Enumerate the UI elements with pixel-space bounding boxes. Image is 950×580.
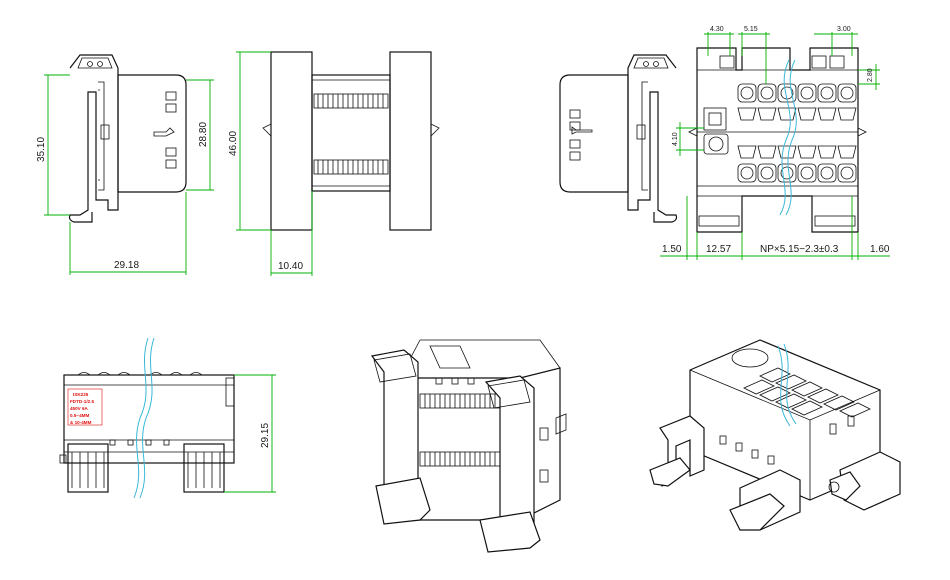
iso-terminals bbox=[743, 367, 871, 418]
isometric-view-1 bbox=[370, 339, 567, 553]
label-line-1: ISK225 bbox=[73, 392, 89, 397]
dim-bottom-a: 1.50 bbox=[662, 244, 682, 255]
dim-front-inner-height: 28.80 bbox=[198, 122, 209, 147]
terminal-row-top bbox=[737, 83, 857, 103]
break-line-top-view bbox=[785, 59, 797, 216]
terminal-row-mid-bottom bbox=[737, 145, 857, 159]
label-line-2: FDTD-1/2.5 bbox=[70, 399, 94, 404]
terminal-row-mid-top bbox=[737, 107, 857, 121]
label-line-3: 450V 6A bbox=[70, 406, 89, 411]
ribs-bottom bbox=[317, 160, 384, 174]
lower-front-view: ISK225 FDTD-1/2.5 450V 6A 0.5~4MM & 10-4… bbox=[59, 337, 276, 499]
isometric-view-2 bbox=[649, 339, 901, 531]
terminal-row-bottom bbox=[737, 163, 857, 183]
rear-view bbox=[559, 54, 678, 223]
front-view: 35.10 28.80 29.18 bbox=[36, 54, 214, 275]
label-line-4: 0.5~4MM bbox=[70, 413, 89, 418]
dim-top-left-small: 4.10 bbox=[672, 132, 679, 146]
product-label: ISK225 FDTD-1/2.5 450V 6A 0.5~4MM & 10-4… bbox=[67, 388, 103, 426]
dim-front-width: 29.18 bbox=[114, 260, 139, 271]
dim-bottom-formula: NP×5.15−2.3±0.3 bbox=[760, 244, 839, 255]
dim-top-pitch-a: 4.30 bbox=[710, 26, 724, 33]
dim-top-right-small: 2.80 bbox=[867, 68, 874, 82]
break-line-lower-view bbox=[139, 337, 155, 499]
ribs-top bbox=[317, 94, 384, 108]
dim-side-width: 10.40 bbox=[278, 261, 303, 272]
dim-top-pitch-c: 3.00 bbox=[837, 26, 851, 33]
dim-lower-view-height: 29.15 bbox=[260, 423, 271, 448]
label-line-5: & 10-4MM bbox=[70, 420, 92, 425]
side-view: 46.00 10.40 bbox=[228, 51, 440, 276]
dim-front-height: 35.10 bbox=[36, 137, 47, 162]
dim-bottom-b: 12.57 bbox=[706, 244, 731, 255]
dim-top-pitch-b: 5.15 bbox=[744, 26, 758, 33]
top-view: 4.30 5.15 3.00 2.80 4.10 1.50 12.57 NP×5… bbox=[660, 26, 890, 260]
dim-side-height: 46.00 bbox=[228, 131, 239, 156]
dim-bottom-c: 1.60 bbox=[870, 244, 890, 255]
